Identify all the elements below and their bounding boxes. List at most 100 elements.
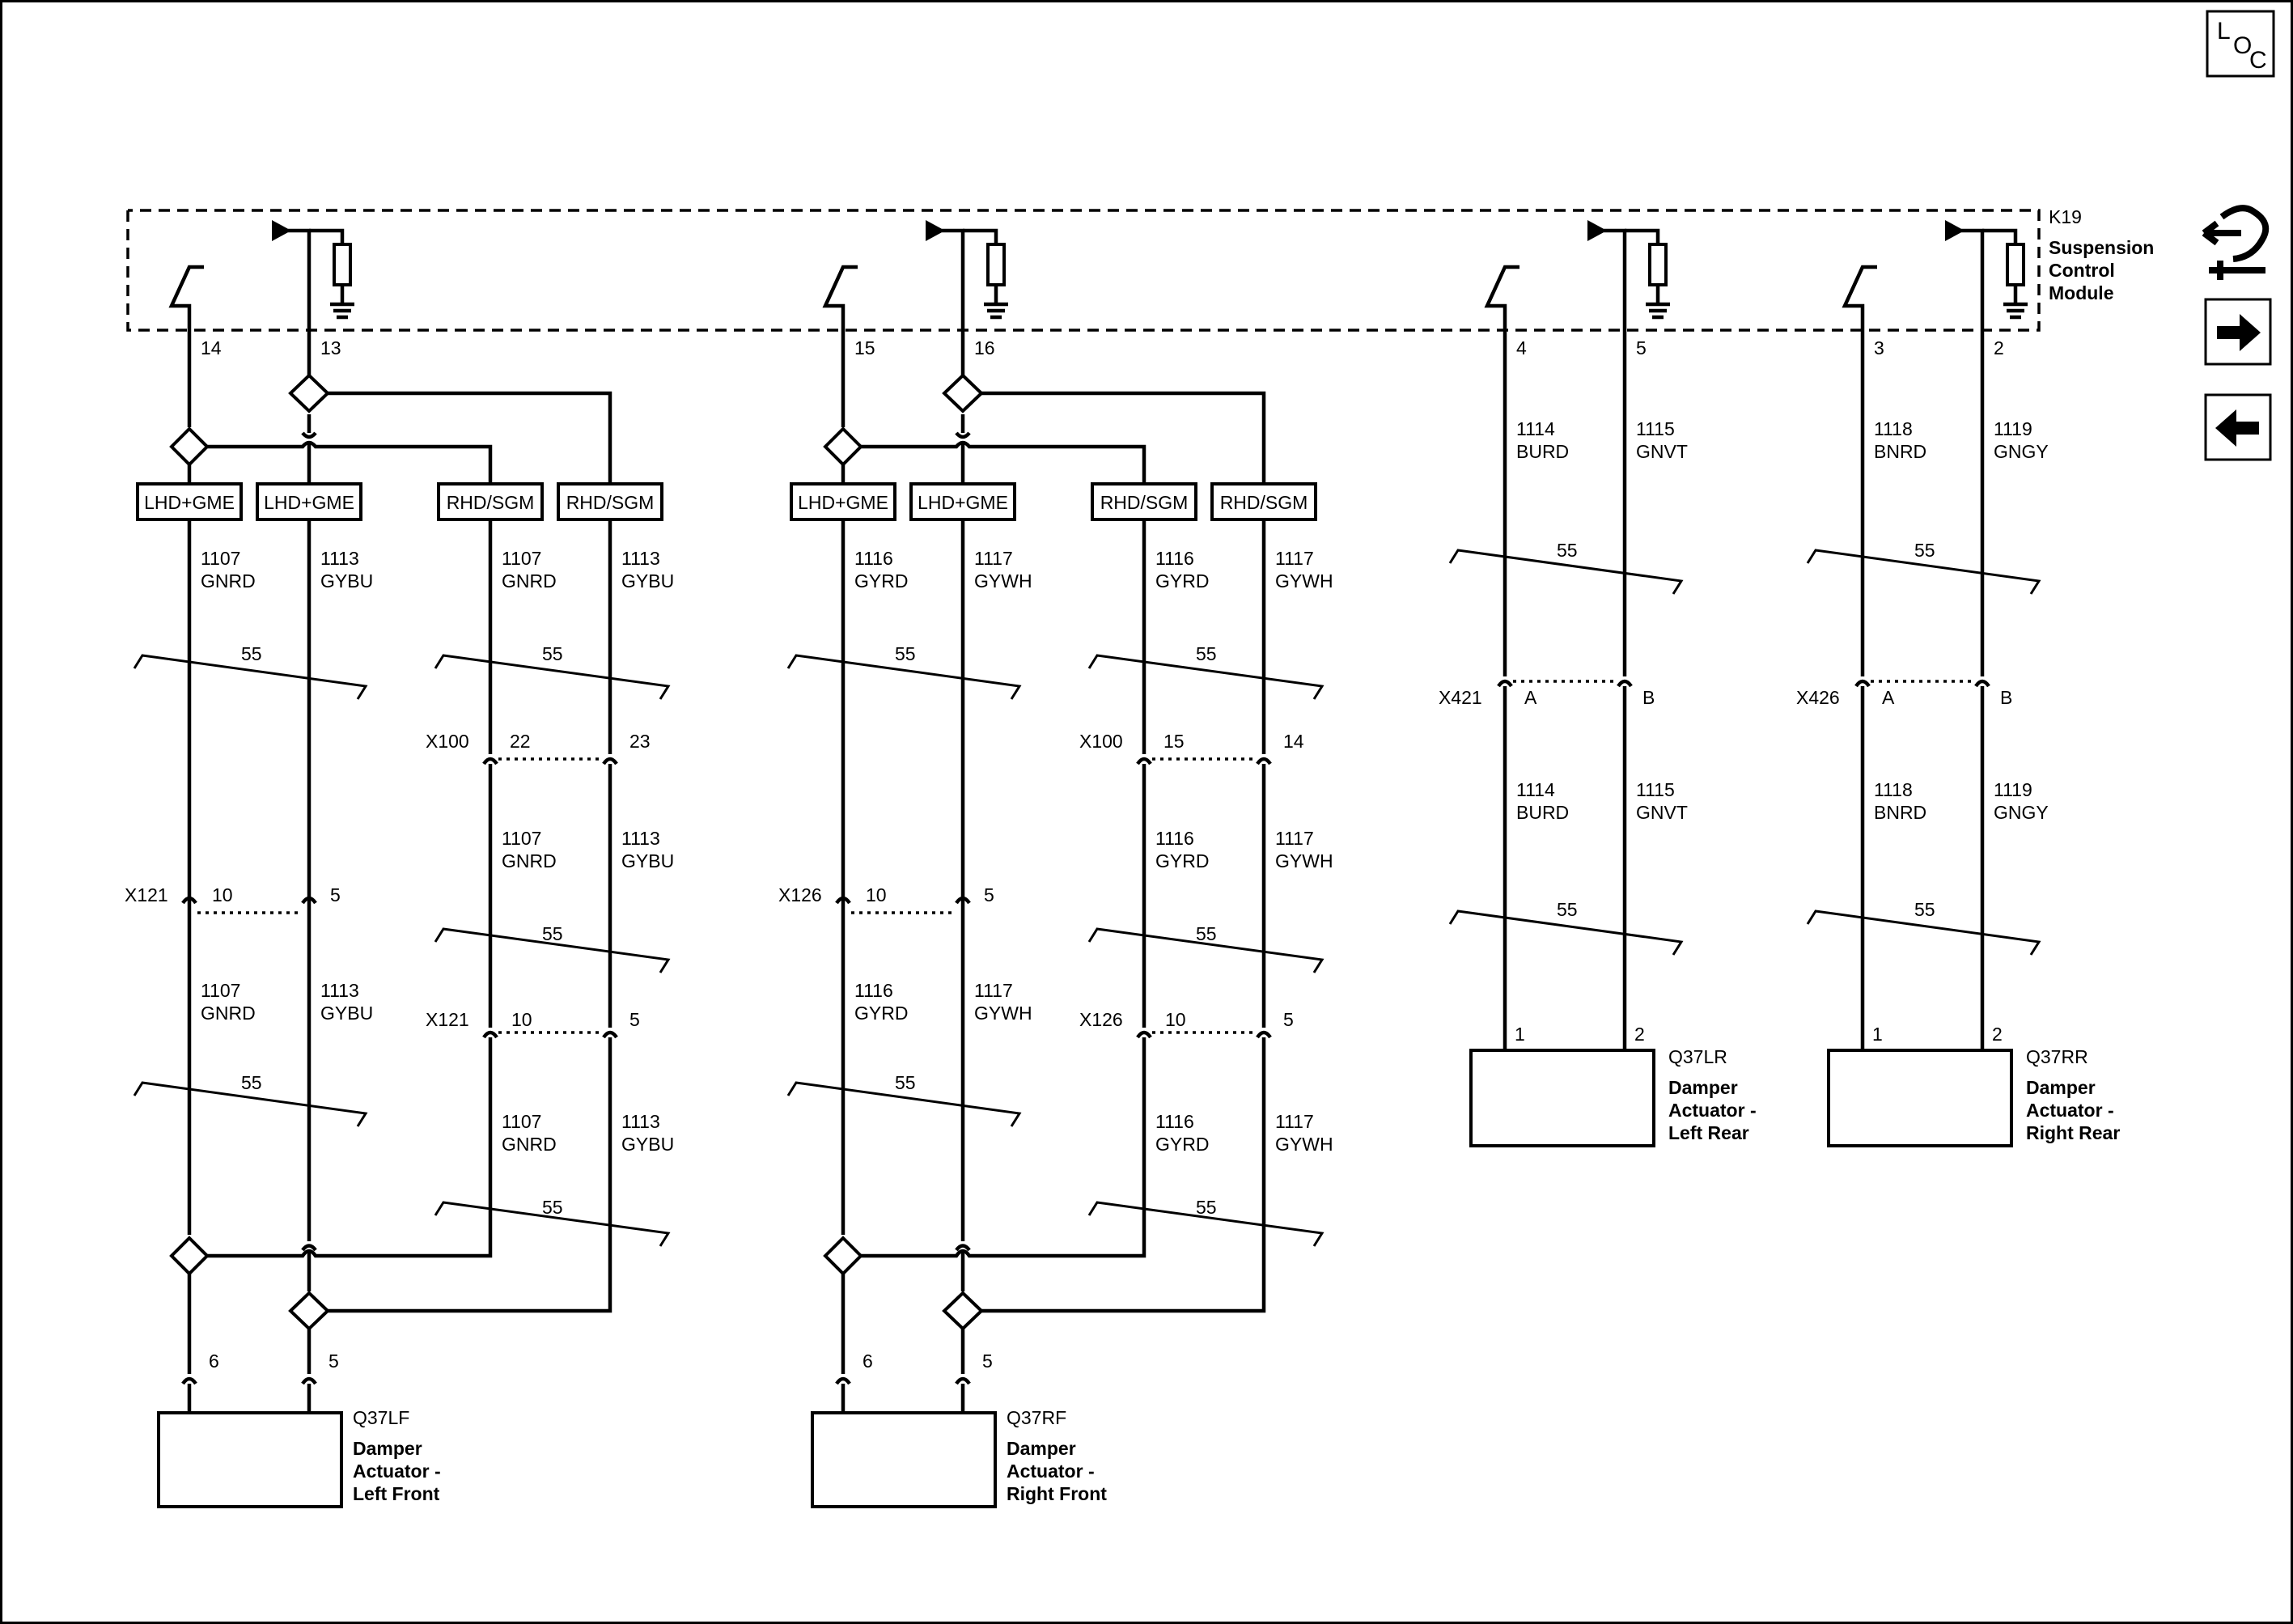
- output-arrow-icon: [926, 220, 945, 241]
- splice-diamond-icon: [823, 426, 863, 467]
- splice-diamond-icon: [288, 1291, 330, 1331]
- fr-pin-output: 16: [974, 337, 995, 358]
- fl-low-rhd-w2-circuit: 1113: [621, 1111, 660, 1132]
- ground-icon: [984, 285, 1008, 320]
- fr-mid-lhd-w1-color: GYRD: [854, 1003, 908, 1024]
- rl-harness-gauge: 55: [1557, 899, 1578, 920]
- fr-rhd-harness-gauge: 55: [1196, 1197, 1217, 1218]
- fl-x100-pin2: 23: [629, 731, 651, 752]
- fl-component-name-3: Left Front: [353, 1483, 440, 1504]
- rl-connector-pin2: B: [1642, 687, 1655, 708]
- fr-lhd-w1-color: GYRD: [854, 570, 908, 592]
- fr-harness-gauge: 55: [895, 1072, 916, 1093]
- rl-upper-w2-circuit: 1115: [1636, 418, 1675, 439]
- fl-x121-lhd-pin1: 10: [212, 884, 233, 905]
- module-name-line-3: Module: [2049, 282, 2114, 303]
- output-arrow-icon: [1945, 220, 1965, 241]
- rl-connector-pin1: A: [1524, 687, 1537, 708]
- lhd-gme-option-box: [790, 482, 896, 521]
- fl-x121-rhd-id: X121: [426, 1009, 469, 1030]
- fr-x100-pin1: 15: [1163, 731, 1185, 752]
- fl-harness-gauge: 55: [241, 1072, 262, 1093]
- front-left-circuit: 14 13 LHD+GME LHD+GME RHD/SGM RHD/SGM 11…: [125, 220, 674, 1508]
- fl-rhd-w2-color: GYBU: [621, 570, 674, 592]
- fr-mid-lhd-w1-circuit: 1116: [854, 980, 893, 1001]
- rhd-sgm-option-box: [1091, 482, 1197, 521]
- fl-mid-lhd-w1-color: GNRD: [201, 1003, 256, 1024]
- loc-icon[interactable]: L O C: [2206, 10, 2275, 78]
- splice-diamond-icon: [169, 1236, 210, 1276]
- rl-connector-id: X421: [1439, 687, 1482, 708]
- rr-harness-gauge: 55: [1914, 540, 1935, 561]
- arrow-right-icon[interactable]: [2204, 298, 2272, 366]
- fl-pin-switch: 14: [201, 337, 222, 358]
- fl-rhd-harness-gauge: 55: [542, 643, 563, 664]
- rr-comp-pin2: 2: [1992, 1024, 2003, 1045]
- fr-x126-lhd-pin2: 5: [984, 884, 994, 905]
- splice-diamond-icon: [942, 1291, 984, 1331]
- rhd-sgm-option-box: [557, 482, 663, 521]
- fl-rhd2-label: RHD/SGM: [566, 492, 655, 513]
- fl-lhd-w1-circuit: 1107: [201, 548, 240, 569]
- fr-x126-lhd-pin1: 10: [866, 884, 887, 905]
- loc-letter-l: L: [2217, 18, 2231, 45]
- fr-lhd-w2-color: GYWH: [974, 570, 1032, 592]
- rl-comp-pin1: 1: [1515, 1024, 1525, 1045]
- fl-harness-gauge: 55: [241, 643, 262, 664]
- rl-upper-w2-color: GNVT: [1636, 441, 1688, 462]
- fl-lhd-w1-color: GNRD: [201, 570, 256, 592]
- rr-connector-pin1: A: [1882, 687, 1895, 708]
- fl-component-name-1: Damper: [353, 1438, 422, 1459]
- rr-component-name-3: Right Rear: [2026, 1122, 2120, 1143]
- splice-diamond-icon: [169, 426, 210, 467]
- rr-connector-pin2: B: [2000, 687, 2012, 708]
- rr-component-name-1: Damper: [2026, 1077, 2096, 1098]
- damper-actuator-left-rear: [1469, 1049, 1655, 1147]
- fl-mid-rhd-w2-circuit: 1113: [621, 828, 660, 849]
- fl-x121-lhd-pin2: 5: [330, 884, 341, 905]
- module-id: K19: [2049, 206, 2082, 227]
- fr-comp-pin2: 5: [982, 1351, 993, 1372]
- resistor-icon: [2006, 243, 2025, 286]
- fl-low-rhd-w1-circuit: 1107: [502, 1111, 541, 1132]
- fr-pin-switch: 15: [854, 337, 875, 358]
- fr-mid-lhd-w2-color: GYWH: [974, 1003, 1032, 1024]
- fl-low-rhd-w1-color: GNRD: [502, 1134, 557, 1155]
- loc-letter-o: O: [2233, 32, 2252, 59]
- rr-lower-w1-color: BNRD: [1874, 802, 1926, 823]
- fl-x100-id: X100: [426, 731, 469, 752]
- fr-rhd-w2-color: GYWH: [1275, 570, 1333, 592]
- fl-component-name-2: Actuator -: [353, 1461, 441, 1482]
- fr-low-rhd-w1-circuit: 1116: [1155, 1111, 1194, 1132]
- fr-lhd1-label: LHD+GME: [798, 492, 888, 513]
- fr-x100-pin2: 14: [1283, 731, 1304, 752]
- module-boundary: [126, 209, 2041, 332]
- fl-rhd-w2-circuit: 1113: [621, 548, 660, 569]
- fl-low-rhd-w2-color: GYBU: [621, 1134, 674, 1155]
- rl-pin-switch: 4: [1516, 337, 1527, 358]
- fr-x126-rhd-pin2: 5: [1283, 1009, 1294, 1030]
- fr-mid-rhd-w1-circuit: 1116: [1155, 828, 1194, 849]
- circuit-tracing-icon[interactable]: [2202, 205, 2270, 280]
- fr-mid-rhd-w2-circuit: 1117: [1275, 828, 1314, 849]
- fl-mid-lhd-w1-circuit: 1107: [201, 980, 240, 1001]
- fl-x121-lhd-id: X121: [125, 884, 168, 905]
- rl-upper-w1-color: BURD: [1516, 441, 1569, 462]
- fl-mid-rhd-w2-color: GYBU: [621, 850, 674, 871]
- rl-lower-w1-color: BURD: [1516, 802, 1569, 823]
- module-name-line-2: Control: [2049, 260, 2115, 281]
- damper-actuator-right-front: [811, 1411, 997, 1508]
- fl-pin-output: 13: [320, 337, 341, 358]
- rl-lower-w1-circuit: 1114: [1516, 779, 1555, 800]
- rl-comp-pin2: 2: [1634, 1024, 1645, 1045]
- fl-x121-rhd-pin1: 10: [511, 1009, 532, 1030]
- rr-component-id: Q37RR: [2026, 1046, 2088, 1067]
- resistor-icon: [1648, 243, 1668, 286]
- front-right-circuit: 15 16 LHD+GME LHD+GME RHD/SGM RHD/SGM 11…: [778, 220, 1333, 1508]
- fl-mid-rhd-w1-circuit: 1107: [502, 828, 541, 849]
- arrow-left-icon[interactable]: [2204, 393, 2272, 461]
- fr-lhd2-label: LHD+GME: [918, 492, 1008, 513]
- fl-comp-pin1: 6: [209, 1351, 219, 1372]
- loc-letter-c: C: [2249, 47, 2267, 74]
